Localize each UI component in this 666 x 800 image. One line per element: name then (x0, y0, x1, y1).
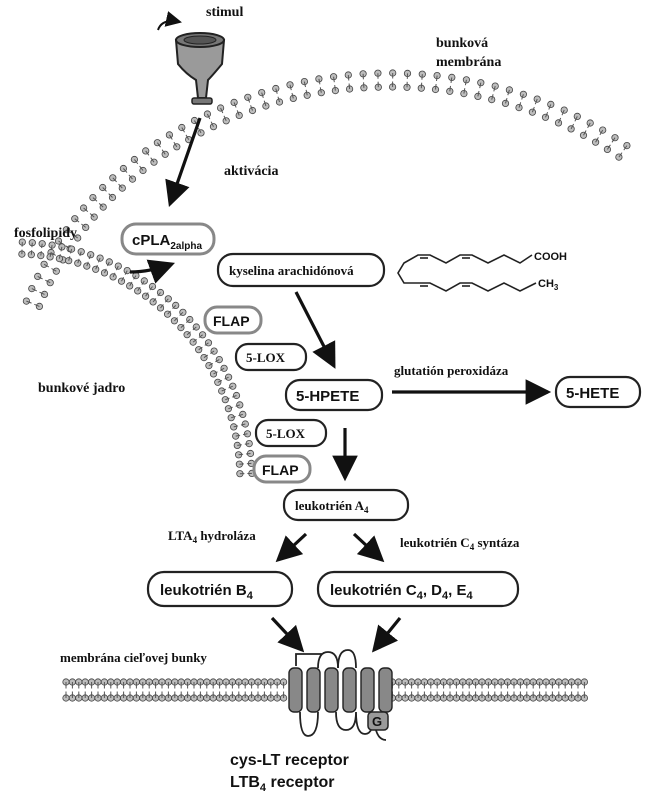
ltb4-box: leukotrién B4 (146, 570, 294, 608)
svg-text:5-HPETE: 5-HPETE (296, 388, 359, 405)
ltb4-to-receptor-arrow (270, 616, 305, 653)
svg-text:5-LOX: 5-LOX (246, 350, 286, 365)
transmembrane-helix (324, 667, 339, 713)
lipid-head (123, 266, 131, 275)
transmembrane-helix (360, 667, 375, 713)
stimulus-label: stimul (206, 5, 243, 20)
transmembrane-helix (378, 667, 393, 713)
ltc4-synthase-label: leukotrién C4 syntáza (400, 535, 520, 552)
cpla2-box: cPLA2alpha (120, 222, 216, 256)
svg-text:leukotrién A4: leukotrién A4 (295, 498, 369, 515)
ltcde-box: leukotrién C4, D4, E4 (316, 570, 520, 608)
lipid-head (289, 94, 297, 103)
lipid-head (210, 347, 218, 355)
phospholipids-label: fosfolipidy (14, 226, 77, 241)
lipid-head (96, 254, 104, 262)
5-hete-box: 5-HETE (554, 375, 642, 409)
svg-text:5-HETE: 5-HETE (566, 385, 619, 402)
target-membrane-bilayer (62, 678, 589, 702)
lipid-head (215, 355, 223, 364)
lipid-head (515, 104, 523, 112)
lipid-head (28, 284, 36, 293)
transmembrane-helix (306, 667, 321, 713)
lipid-head (236, 401, 244, 409)
stimulus-receptor-icon (157, 11, 226, 105)
svg-text:kyselina arachidónová: kyselina arachidónová (229, 263, 354, 278)
ch3-label: CH3 (538, 278, 559, 292)
lipid-head (554, 119, 563, 127)
g-protein-icon: G (367, 711, 389, 731)
lipid-head (105, 258, 113, 266)
cell-membrane-label-1: bunková (436, 36, 488, 51)
ltb4-receptor-label: LTB4 receptor (230, 774, 335, 794)
svg-text:FLAP: FLAP (262, 462, 299, 478)
5-lox-box-lower: 5-LOX (254, 418, 328, 448)
arachidonic-acid-box: kyselina arachidónová (216, 252, 386, 288)
lipid-head (239, 410, 247, 418)
glutathione-peroxidase-label: glutatión peroxidáza (394, 363, 509, 378)
activation-arrow (165, 117, 202, 208)
nucleus-label: bunkové jadro (38, 381, 125, 396)
svg-text:G: G (372, 714, 382, 729)
activation-label: aktivácia (224, 164, 278, 179)
lta4-to-ltb4-arrow (275, 532, 308, 563)
svg-text:FLAP: FLAP (213, 313, 250, 329)
svg-text:cPLA2alpha: cPLA2alpha (132, 232, 202, 252)
lipid-head (114, 262, 122, 270)
nuclear-membrane-bilayer (18, 238, 256, 478)
flap-box-upper: FLAP (203, 305, 263, 335)
cell-membrane-label-2: membrána (436, 55, 501, 70)
lta4-to-ltc4-arrow (352, 532, 385, 563)
transmembrane-helix (342, 667, 357, 713)
cooh-label: COOH (534, 251, 567, 263)
lipid-head (235, 111, 243, 120)
aa-to-hpete-arrow (294, 291, 336, 369)
lipid-head (34, 272, 42, 280)
phospholipid-to-cpla2-arrow (129, 259, 176, 284)
lta4-hydrolase-label: LTA4 hydroláza (168, 528, 256, 545)
lipid-head (22, 297, 30, 305)
lipid-head (140, 277, 148, 285)
target-membrane-label: membrána cieľovej bunky (60, 650, 207, 665)
lipid-head (488, 96, 496, 104)
svg-text:leukotrién C4, D4, E4: leukotrién C4, D4, E4 (330, 582, 473, 602)
lta4-box: leukotrién A4 (282, 488, 410, 522)
flap-box-lower: FLAP (252, 454, 312, 484)
5-hpete-box: 5-HPETE (284, 378, 384, 412)
cys-lt-receptor-label: cys-LT receptor (230, 752, 349, 769)
cell-membrane-bilayer (22, 69, 631, 310)
lipid-head (68, 245, 76, 253)
5-lox-box-upper: 5-LOX (234, 342, 308, 372)
svg-text:5-LOX: 5-LOX (266, 426, 306, 441)
lipid-head (501, 99, 510, 108)
transmembrane-helix (288, 667, 303, 713)
ltcde-to-receptor-arrow (371, 616, 402, 653)
arachidonic-acid-structure (397, 254, 537, 292)
svg-text:leukotrién B4: leukotrién B4 (160, 582, 254, 602)
seven-transmembrane-receptor-icon (288, 649, 393, 741)
